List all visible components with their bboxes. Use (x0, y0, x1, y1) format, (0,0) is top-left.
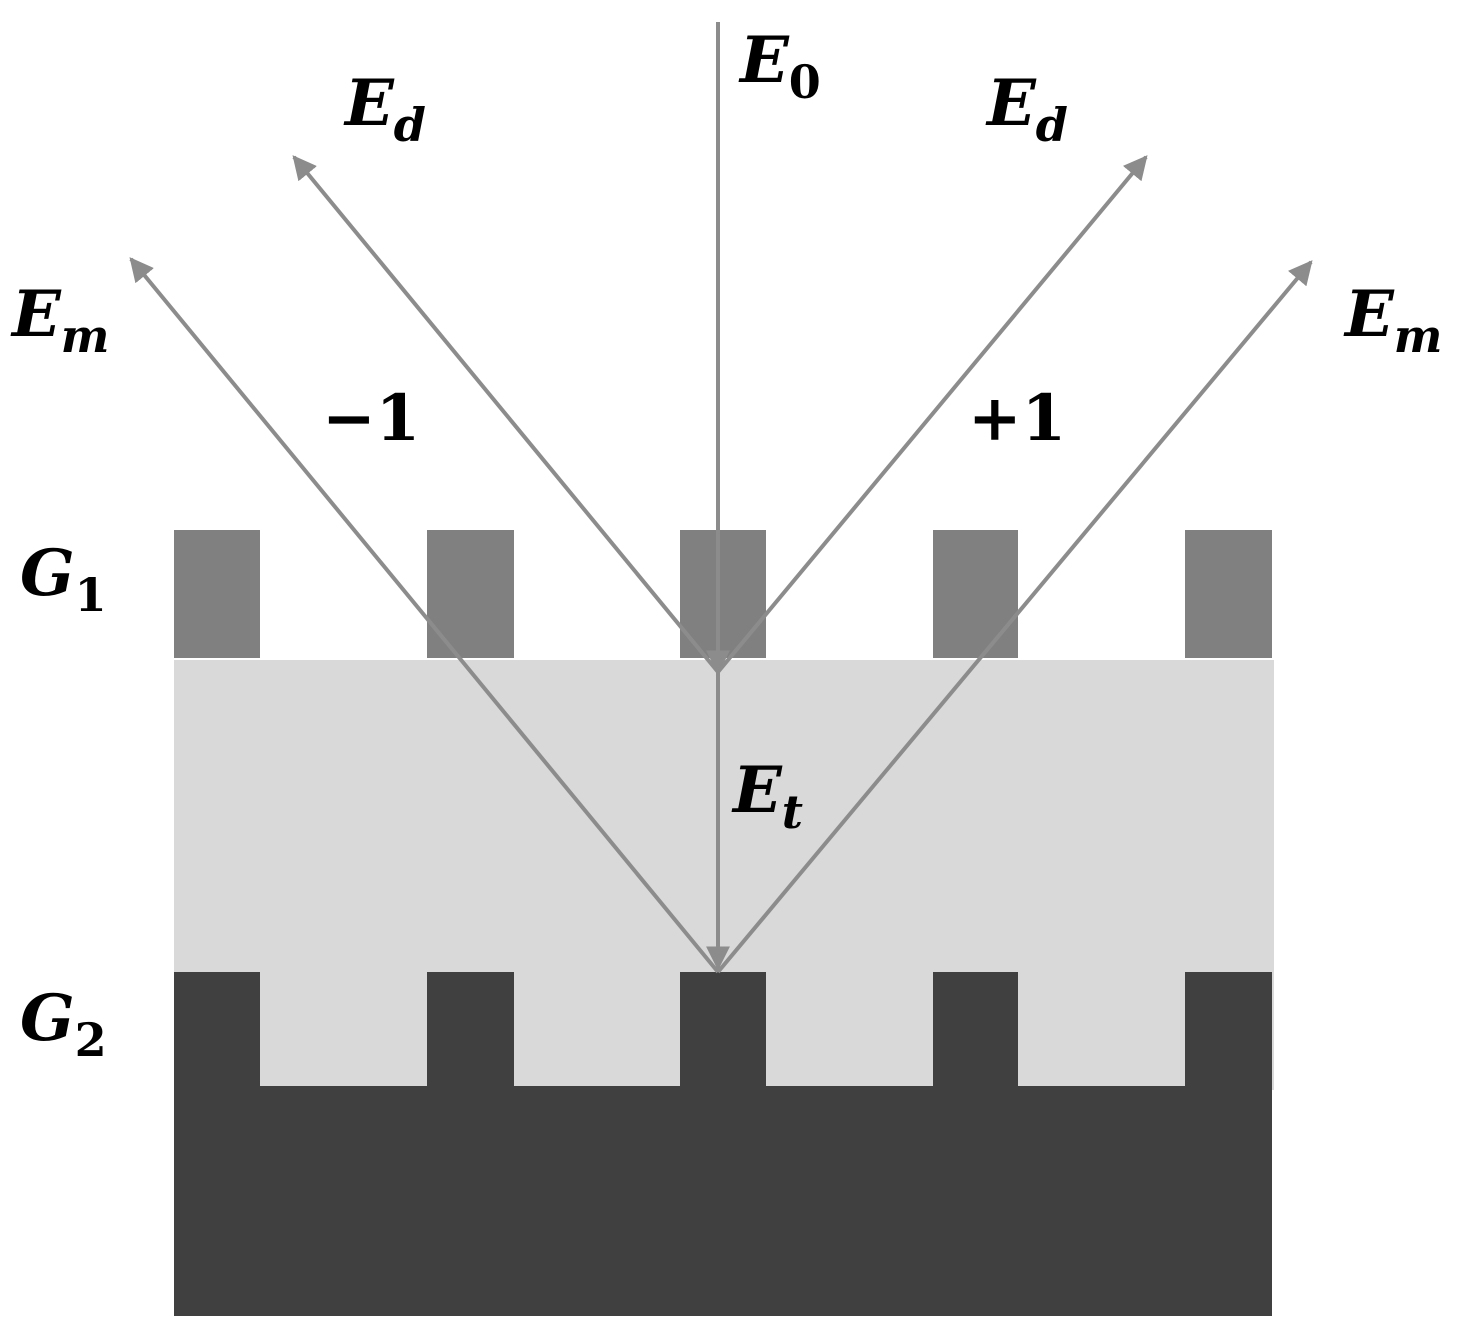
ray-ed-right (716, 155, 1148, 674)
label-order-plus: +1 (968, 381, 1066, 456)
ray-ed-left (292, 155, 720, 674)
label-em-left: Em (10, 277, 109, 363)
grating-g1 (174, 530, 1272, 658)
label-em-right: Em (1343, 277, 1442, 363)
g1-bar (933, 530, 1018, 658)
ray-em-right (716, 260, 1313, 974)
label-ed-right: Ed (985, 66, 1068, 152)
label-g2: G2 (20, 981, 107, 1067)
grating-g2 (174, 972, 1272, 1316)
label-e0: E0 (738, 23, 821, 109)
g1-bar (680, 530, 766, 658)
ray-em-left (129, 257, 720, 974)
label-order-minus: −1 (322, 381, 420, 456)
label-g1: G1 (20, 536, 107, 622)
label-et: Et (731, 753, 803, 839)
label-ed-left: Ed (343, 66, 426, 152)
rays (129, 22, 1313, 974)
g1-bar (427, 530, 514, 658)
g1-bar (174, 530, 260, 658)
g1-bar (1185, 530, 1272, 658)
